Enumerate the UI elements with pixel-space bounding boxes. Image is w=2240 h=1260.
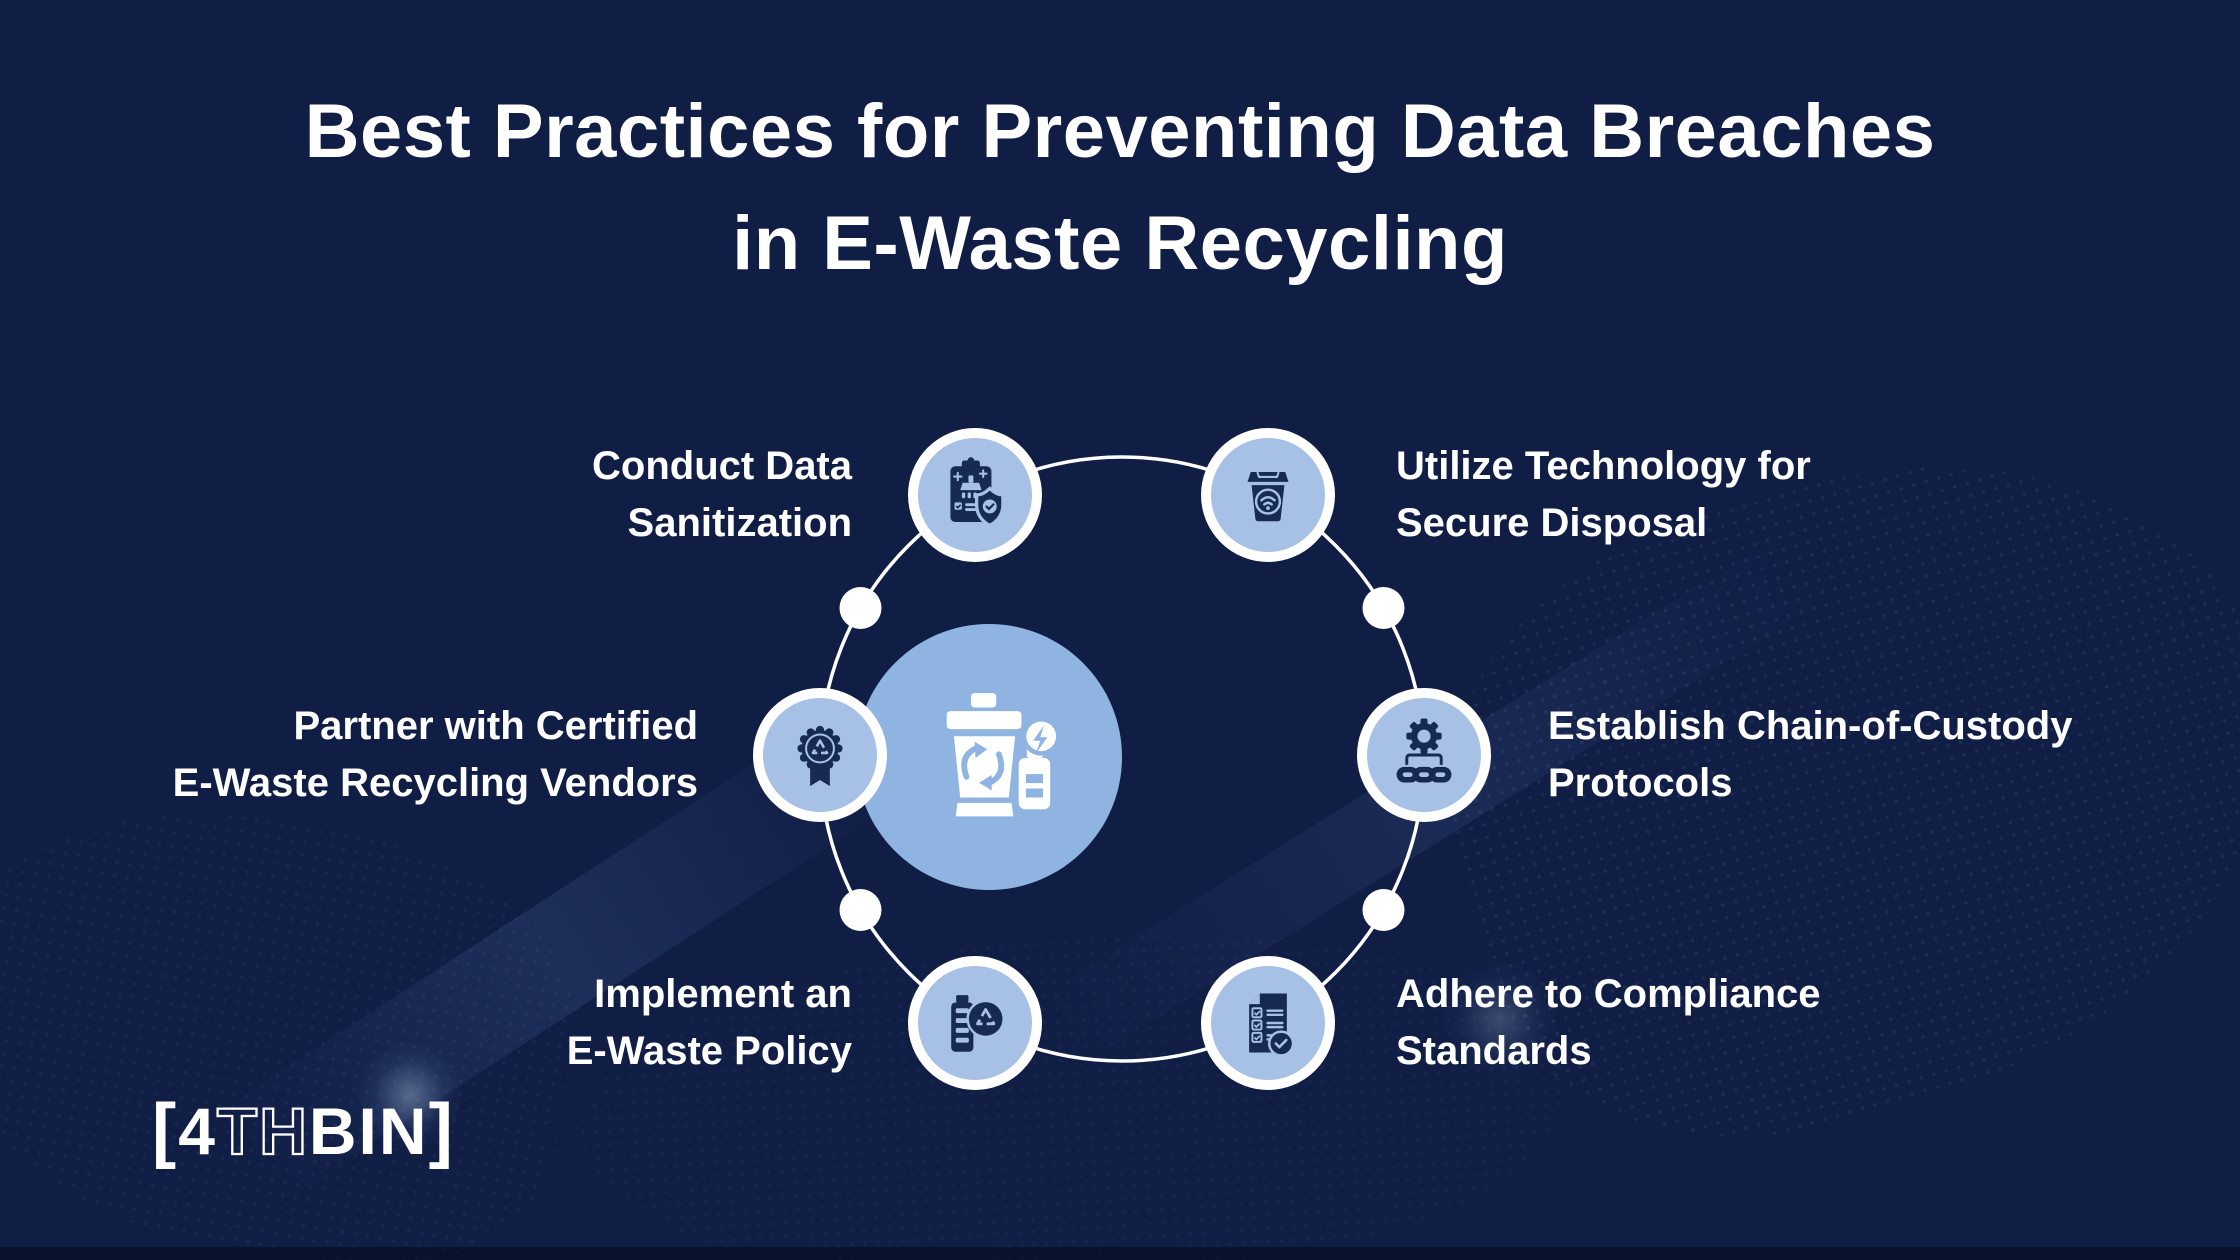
ring-dot	[1362, 889, 1405, 931]
e-waste-bin-battery-icon	[946, 693, 1061, 817]
logo-bin: BIN	[308, 1094, 429, 1168]
label-adhere-compliance-standards: Adhere to Compliance Standards	[1396, 966, 1821, 1080]
logo-bracket-close: ]	[428, 1089, 455, 1170]
node-implement-ewaste-policy	[908, 956, 1042, 1090]
label-line: Adhere to Compliance	[1396, 972, 1821, 1016]
label-line: Secure Disposal	[1396, 501, 1708, 545]
label-line: Utilize Technology for	[1396, 444, 1811, 488]
smart-bin-wifi-icon	[1247, 471, 1289, 522]
label-line: Conduct Data	[592, 444, 852, 488]
node-establish-chain-of-custody	[1357, 688, 1491, 822]
page-title: Best Practices for Preventing Data Breac…	[0, 76, 2240, 300]
label-conduct-data-sanitization: Conduct Data Sanitization	[592, 438, 852, 552]
4thbin-logo: [4THBIN]	[152, 1088, 455, 1171]
label-line: Implement an	[594, 972, 852, 1016]
node-partner-certified-vendors	[753, 688, 887, 822]
ring-dot	[839, 889, 882, 931]
label-line: E-Waste Recycling Vendors	[172, 761, 698, 805]
label-utilize-technology-secure-disposal: Utilize Technology for Secure Disposal	[1396, 438, 1811, 552]
bottom-edge-band	[0, 1247, 2240, 1260]
logo-bracket-open: [	[152, 1089, 179, 1170]
gear-chain-icon	[1396, 718, 1452, 783]
battery-recycle-icon	[951, 995, 1005, 1052]
ring-dot	[839, 587, 882, 629]
logo-th: TH	[216, 1093, 309, 1169]
page-title-line2: in E-Waste Recycling	[732, 201, 1508, 286]
certified-badge-recycle-icon	[797, 725, 843, 787]
label-partner-certified-vendors: Partner with Certified E-Waste Recycling…	[173, 698, 698, 812]
logo-4: 4	[178, 1094, 217, 1168]
label-line: Partner with Certified	[293, 704, 698, 748]
node-adhere-compliance-standards	[1201, 956, 1335, 1090]
node-utilize-technology-secure-disposal	[1201, 428, 1335, 562]
label-line: Sanitization	[627, 501, 852, 545]
label-line: E-Waste Policy	[566, 1029, 852, 1073]
label-line: Establish Chain-of-Custody	[1548, 704, 2073, 748]
label-implement-ewaste-policy: Implement an E-Waste Policy	[567, 966, 852, 1080]
center-hub-circle	[856, 624, 1122, 890]
ring-dot	[1362, 587, 1405, 629]
label-establish-chain-of-custody: Establish Chain-of-Custody Protocols	[1548, 698, 2072, 812]
clipboard-sanitize-shield-icon	[950, 457, 1005, 528]
checklist-check-icon	[1249, 993, 1295, 1057]
label-line: Protocols	[1548, 761, 1733, 805]
page-title-line1: Best Practices for Preventing Data Breac…	[304, 89, 1936, 174]
label-line: Standards	[1396, 1029, 1592, 1073]
node-conduct-data-sanitization	[908, 428, 1042, 562]
